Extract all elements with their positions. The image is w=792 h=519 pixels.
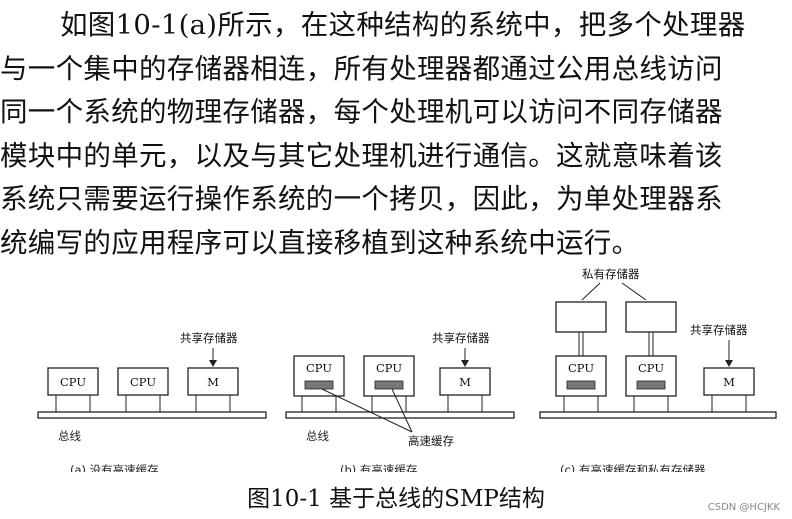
- body-paragraph: 如图10-1(a)所示，在这种结构的系统中，把多个处理器 与一个集中的存储器相连…: [0, 4, 792, 265]
- paragraph-line: 与一个集中的存储器相连，所有处理器都通过公用总线访问: [0, 52, 723, 85]
- pointer-line: [581, 282, 601, 301]
- private-memory-label: 私有存储器: [582, 267, 640, 281]
- shared-memory-label: 共享存储器: [432, 331, 490, 345]
- figure-caption: 图10-1 基于总线的SMP结构: [247, 486, 545, 512]
- watermark: CSDN @HCJKK: [707, 502, 780, 513]
- bus: [37, 411, 267, 419]
- panel-b: CPU CPU M 共享存储器 总线 高速缓存 (b) 有高速缓存: [285, 331, 515, 472]
- cpu-box: [117, 367, 169, 396]
- panel-a: CPU CPU M 共享存储器 总线 (a) 没有高速缓存: [37, 331, 267, 472]
- cpu-label: CPU: [130, 375, 156, 389]
- paragraph-line: 系统只需要运行操作系统的一个拷贝，因此，为单处理器系: [0, 183, 723, 215]
- arrow-head: [461, 360, 469, 367]
- cpu-label: CPU: [376, 361, 402, 375]
- bus-label: 总线: [58, 429, 81, 443]
- paragraph-line: 模块中的单元，以及与其它处理机进行通信。这就意味着该: [0, 139, 723, 172]
- cache-block: [636, 380, 666, 390]
- cache-block: [374, 380, 404, 390]
- cpu-label: CPU: [638, 361, 664, 375]
- arrow-head: [725, 360, 733, 367]
- arrow-head: [209, 360, 217, 367]
- panel-caption: (b) 有高速缓存: [340, 463, 417, 472]
- smp-figure: CPU CPU M 共享存储器 总线 (a) 没有高速缓存 CPU CPU: [0, 262, 792, 472]
- smp-diagram: CPU CPU M 共享存储器 总线 (a) 没有高速缓存 CPU CPU: [37, 267, 777, 472]
- panel-caption: (c) 有高速缓存和私有存储器: [560, 463, 706, 472]
- cache-block: [304, 380, 334, 390]
- cpu-label: CPU: [60, 375, 86, 389]
- cache-pointer-line: [321, 388, 413, 433]
- paragraph-line: 统编写的应用程序可以直接移植到这种系统中运行。: [0, 226, 640, 259]
- memory-label: M: [207, 375, 219, 389]
- pointer-line: [621, 282, 647, 301]
- private-memory-box: [555, 301, 607, 333]
- shared-memory-label: 共享存储器: [180, 331, 238, 345]
- memory-label: M: [459, 375, 471, 389]
- panel-c: 私有存储器 CPU CPU M 共享存储器: [539, 267, 777, 472]
- cpu-box: [47, 367, 99, 396]
- paragraph-line: 如图10-1(a)所示，在这种结构的系统中，把多个处理器: [60, 9, 746, 41]
- shared-memory-label: 共享存储器: [690, 323, 748, 337]
- memory-box: [187, 367, 239, 396]
- bus: [285, 411, 515, 419]
- cpu-label: CPU: [306, 361, 332, 375]
- bus-label: 总线: [306, 429, 329, 443]
- cache-label: 高速缓存: [408, 434, 454, 448]
- private-memory-box: [625, 301, 677, 333]
- cpu-label: CPU: [568, 361, 594, 375]
- cache-pointer-line: [391, 388, 413, 433]
- memory-label: M: [723, 375, 735, 389]
- cache-block: [566, 380, 596, 390]
- bus: [539, 411, 777, 419]
- memory-box: [439, 367, 491, 396]
- memory-box: [703, 367, 755, 396]
- panel-caption: (a) 没有高速缓存: [70, 463, 159, 472]
- paragraph-line: 同一个系统的物理存储器，每个处理机可以访问不同存储器: [0, 96, 723, 128]
